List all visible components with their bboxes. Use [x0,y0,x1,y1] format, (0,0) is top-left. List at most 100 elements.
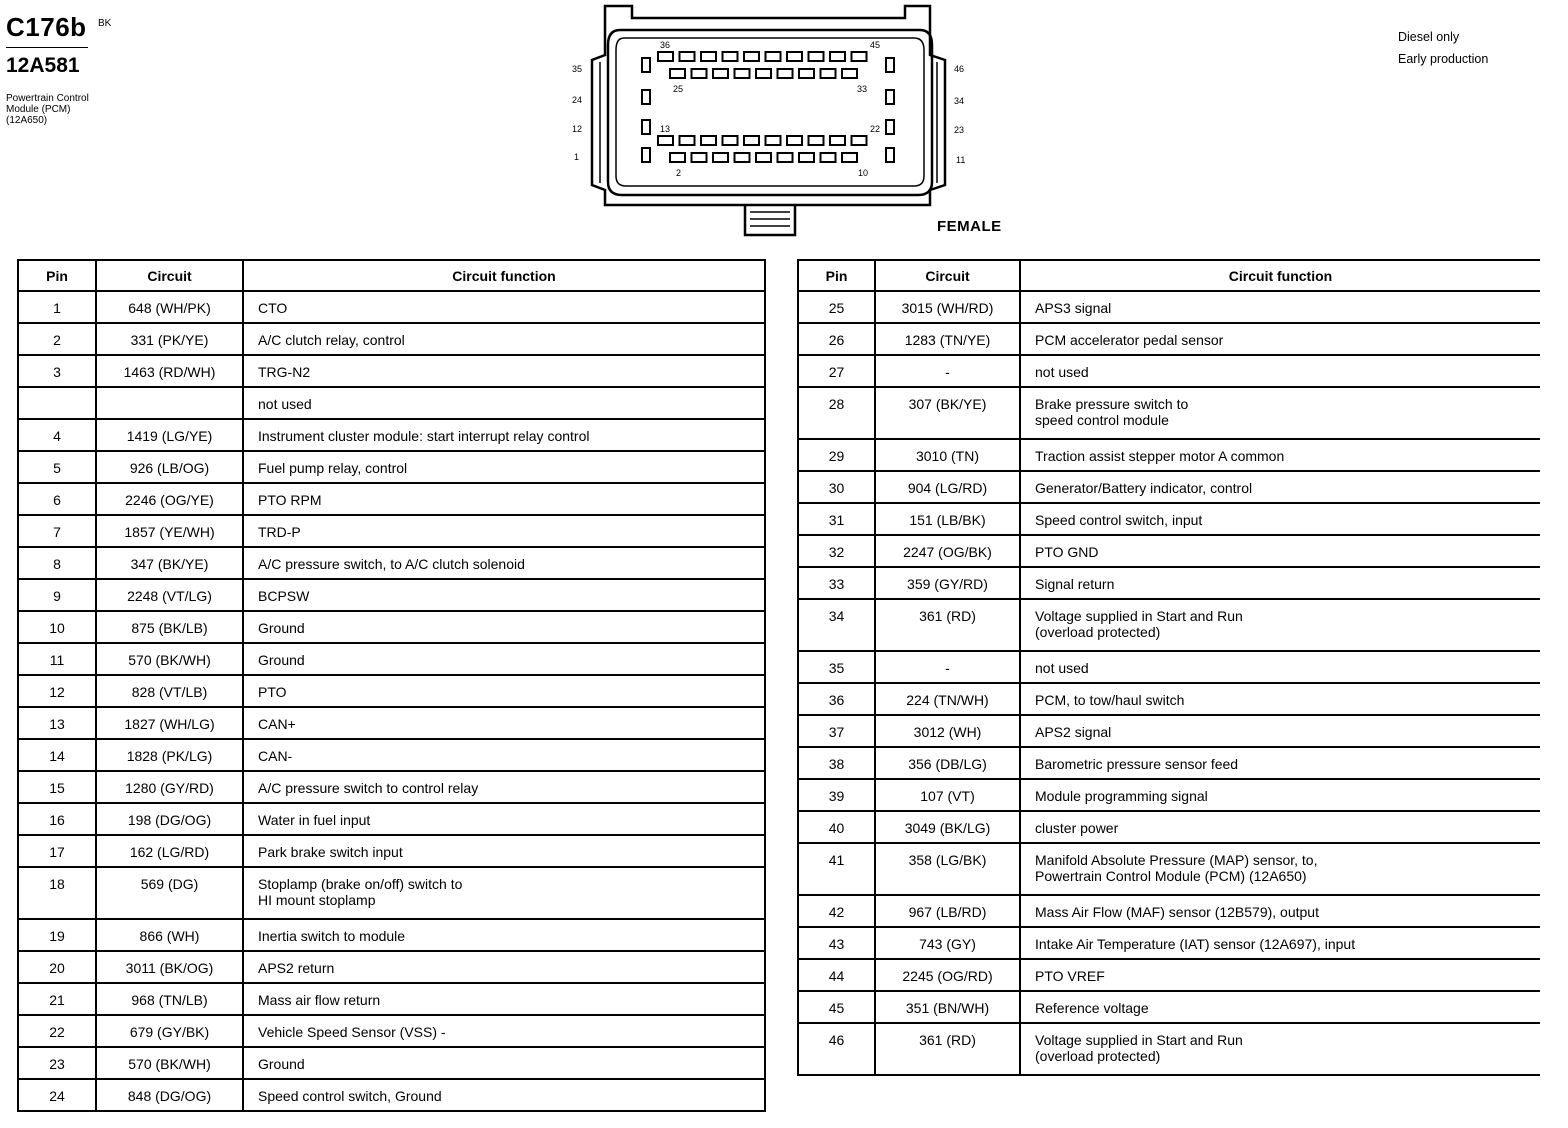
pin-label: 22 [870,124,880,134]
header-pin: Pin [797,259,876,292]
pin-cell: 2 [17,322,97,356]
pin-cell-text: 21 [49,992,65,1008]
pin-cell: 11 [17,642,97,676]
pin-cell: 33 [797,566,876,600]
pin-cell: 23 [17,1046,97,1080]
pin-cell: 18 [17,866,97,920]
circuit-cell-text: 1419 (LG/YE) [126,428,213,444]
pin-cell-text: 11 [49,652,65,668]
function-cell: Speed control switch, Ground [242,1078,766,1112]
circuit-cell-text: - [945,364,950,380]
pin-cavity [657,51,674,62]
circuit-cell: 2245 (OG/RD) [874,958,1021,992]
pin-cavity [678,51,696,62]
pin-cavity [764,51,782,62]
function-cell: PTO [242,674,766,708]
function-cell-text: Module programming signal [1035,788,1208,804]
pin-cavity [678,135,696,146]
circuit-cell: 351 (BN/WH) [874,990,1021,1024]
pin-cavity [819,152,837,163]
pin-cell: 26 [797,322,876,356]
pin-cavity [850,135,868,146]
pin-label: 34 [954,96,964,106]
header-function: Circuit function [242,259,766,292]
pin-cavity [776,152,794,163]
circuit-cell-text: 1463 (RD/WH) [123,364,216,380]
function-cell-text: PCM, to tow/haul switch [1035,692,1185,708]
pin-label: 33 [857,84,867,94]
circuit-cell: 743 (GY) [874,926,1021,960]
pin-cell-text: 25 [828,300,845,316]
pin-cavity [819,68,837,79]
pin-cell: 16 [17,802,97,836]
function-cell-text: PTO RPM [258,492,322,508]
pin-cell-text: 3 [53,364,61,380]
function-cell-text: PTO VREF [1035,968,1105,984]
circuit-cell-text: 3049 (BK/LG) [904,820,991,836]
function-cell: A/C clutch relay, control [242,322,766,356]
pin-cell-text: 6 [53,492,61,508]
pin-cavity [700,135,717,146]
table-row: not used [17,386,766,420]
circuit-cell: 3049 (BK/LG) [874,810,1021,844]
circuit-cell: 107 (VT) [874,778,1021,812]
pin-cavity [841,68,858,79]
pin-label: 13 [660,124,670,134]
function-cell-text: Inertia switch to module [258,928,406,944]
pin-cell: 8 [17,546,97,580]
pin-cell: 29 [797,438,876,472]
circuit-cell: 358 (LG/BK) [874,842,1021,896]
pin-cavity [885,89,895,105]
table-header-row: Pin Circuit Circuit function [17,259,766,292]
function-cell: Ground [242,642,766,676]
connector-inner-rim [615,37,925,187]
circuit-cell-text: 358 (LG/BK) [908,852,987,868]
circuit-cell-text: 198 (DG/OG) [127,812,212,828]
pin-cavity [755,68,772,79]
circuit-cell-text: 679 (GY/BK) [129,1024,210,1040]
pin-cell-text: 14 [49,748,65,764]
function-cell-text: Ground [258,620,305,636]
pin-cavity [712,68,729,79]
function-cell-text: Park brake switch input [258,844,403,860]
pin-cavity [850,51,868,62]
pin-label: 10 [858,168,868,178]
circuit-cell-text: 743 (GY) [919,936,976,952]
circuit-cell: 162 (LG/RD) [95,834,244,868]
header-circuit: Circuit [95,259,244,292]
function-cell: Ground [242,610,766,644]
pin-cell-text: 17 [49,844,65,860]
pin-cell: 7 [17,514,97,548]
pin-cell: 6 [17,482,97,516]
circuit-cell-text: - [945,660,950,676]
pin-cell-text: 38 [828,756,845,772]
note-line: Early production [1398,52,1489,66]
desc-line: (12A650) [6,115,48,126]
pin-cell: 12 [17,674,97,708]
circuit-cell-text: 1283 (TN/YE) [904,332,991,348]
function-cell-text: A/C clutch relay, control [258,332,405,348]
pin-cell-text: 20 [49,960,65,976]
pin-cavity [733,68,751,79]
pin-cavity [690,68,708,79]
circuit-cell: - [874,354,1021,388]
function-cell: APS2 signal [1019,714,1540,748]
function-cell-text-2: (overload protected) [1035,1048,1161,1064]
circuit-cell: 569 (DG) [95,866,244,920]
circuit-cell: 361 (RD) [874,1022,1021,1076]
pin-cell-text: 41 [828,852,845,868]
function-cell-text: Reference voltage [1035,1000,1149,1016]
table-row: 35-not used [797,650,1540,684]
pin-cell: 42 [797,894,876,928]
